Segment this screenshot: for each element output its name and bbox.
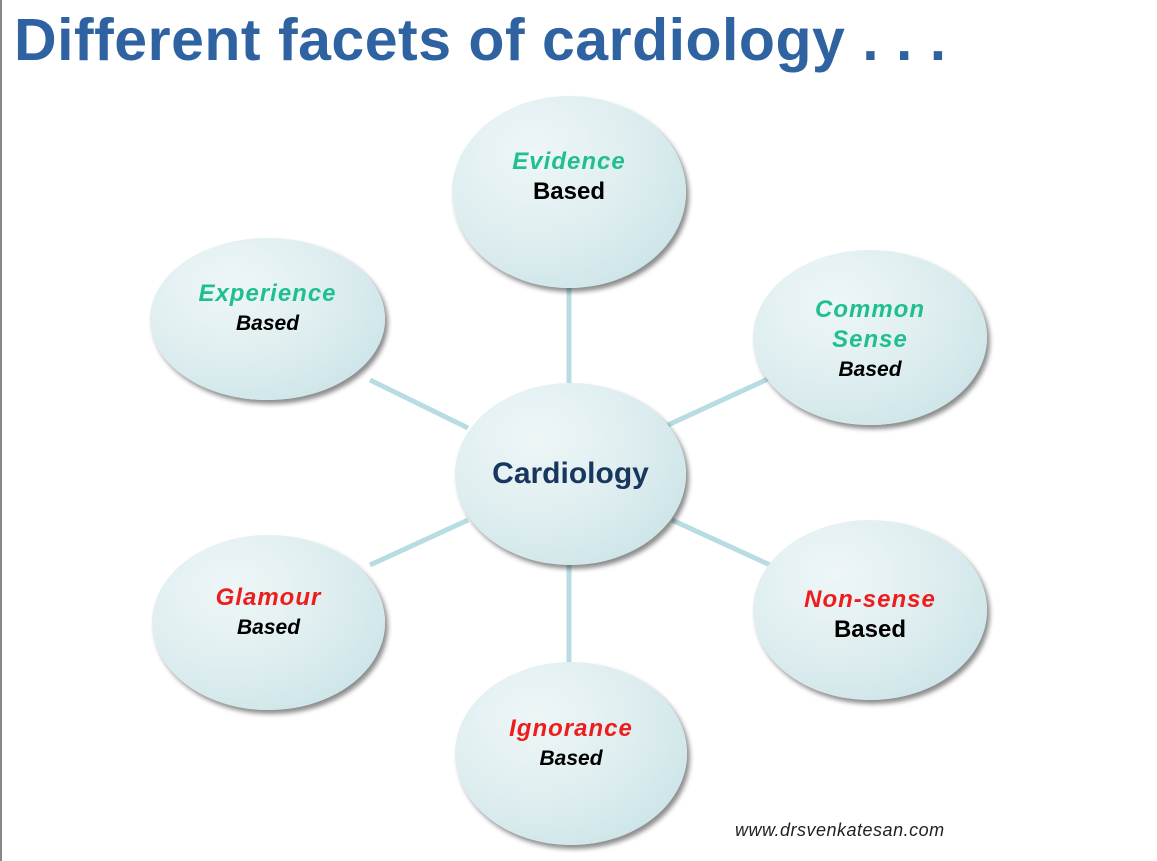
connector-non-sense: [670, 517, 772, 568]
node-evidence-sub: Based: [532, 178, 606, 205]
connector-glamour: [368, 517, 470, 568]
node-ignorance-sub: Based: [539, 746, 603, 770]
slide-left-border: [0, 0, 2, 861]
node-experience-label: Experience: [198, 280, 337, 307]
node-experience: Experience Based: [150, 238, 385, 400]
node-common-sense-label-2: Sense: [832, 325, 908, 353]
node-evidence-label: Evidence: [512, 148, 626, 175]
node-cardiology: Cardiology: [455, 383, 686, 565]
node-experience-sub: Based: [235, 312, 300, 335]
node-non-sense-sub: Based: [833, 616, 907, 643]
node-common-sense: Common Sense Based: [753, 250, 987, 425]
connector-common-sense: [666, 375, 772, 428]
node-ignorance: Ignorance Based: [455, 662, 687, 845]
node-common-sense-label-1: Common: [815, 295, 925, 323]
connector-experience: [368, 377, 470, 431]
center-label: Cardiology: [492, 457, 649, 490]
node-glamour-label: Glamour: [215, 583, 322, 611]
node-ignorance-label: Ignorance: [509, 714, 633, 742]
node-non-sense-label: Non-sense: [804, 586, 936, 613]
node-evidence: Evidence Based: [452, 96, 686, 288]
node-glamour: Glamour Based: [152, 535, 385, 710]
node-non-sense: Non-sense Based: [753, 520, 987, 700]
footer-website: www.drsvenkatesan.com: [735, 820, 945, 840]
node-common-sense-sub: Based: [838, 357, 902, 381]
node-glamour-sub: Based: [236, 615, 301, 639]
slide-title: Different facets of cardiology . . .: [14, 7, 947, 73]
